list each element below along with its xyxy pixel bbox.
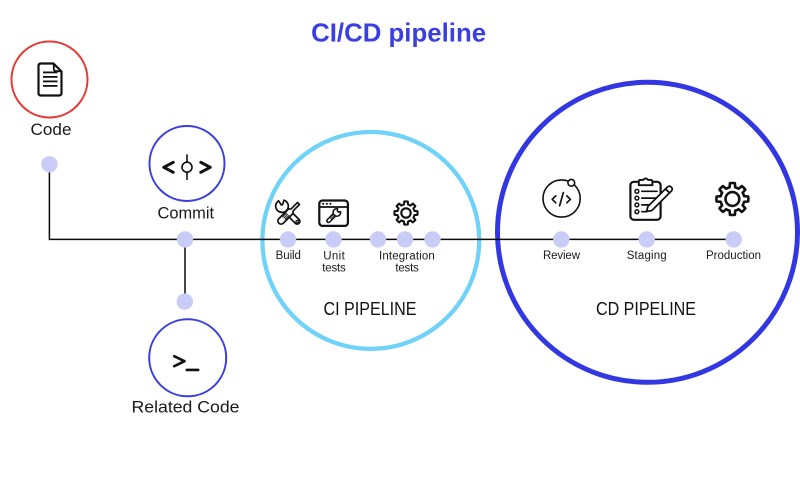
svg-text:Staging: Staging [627, 250, 667, 262]
svg-text:Code: Code [31, 121, 72, 139]
svg-text:Unit: Unit [323, 251, 345, 263]
svg-text:CD PIPELINE: CD PIPELINE [596, 299, 696, 319]
svg-text:CI/CD pipeline: CI/CD pipeline [311, 17, 486, 47]
svg-text:Integration: Integration [379, 251, 435, 263]
svg-text:Review: Review [543, 250, 581, 262]
svg-text:CI PIPELINE: CI PIPELINE [324, 299, 417, 319]
svg-text:tests: tests [322, 263, 346, 275]
svg-text:tests: tests [395, 263, 419, 275]
svg-text:Build: Build [276, 250, 301, 262]
svg-text:Related Code: Related Code [132, 399, 240, 417]
svg-text:Commit: Commit [158, 205, 215, 223]
svg-text:Production: Production [706, 250, 761, 262]
